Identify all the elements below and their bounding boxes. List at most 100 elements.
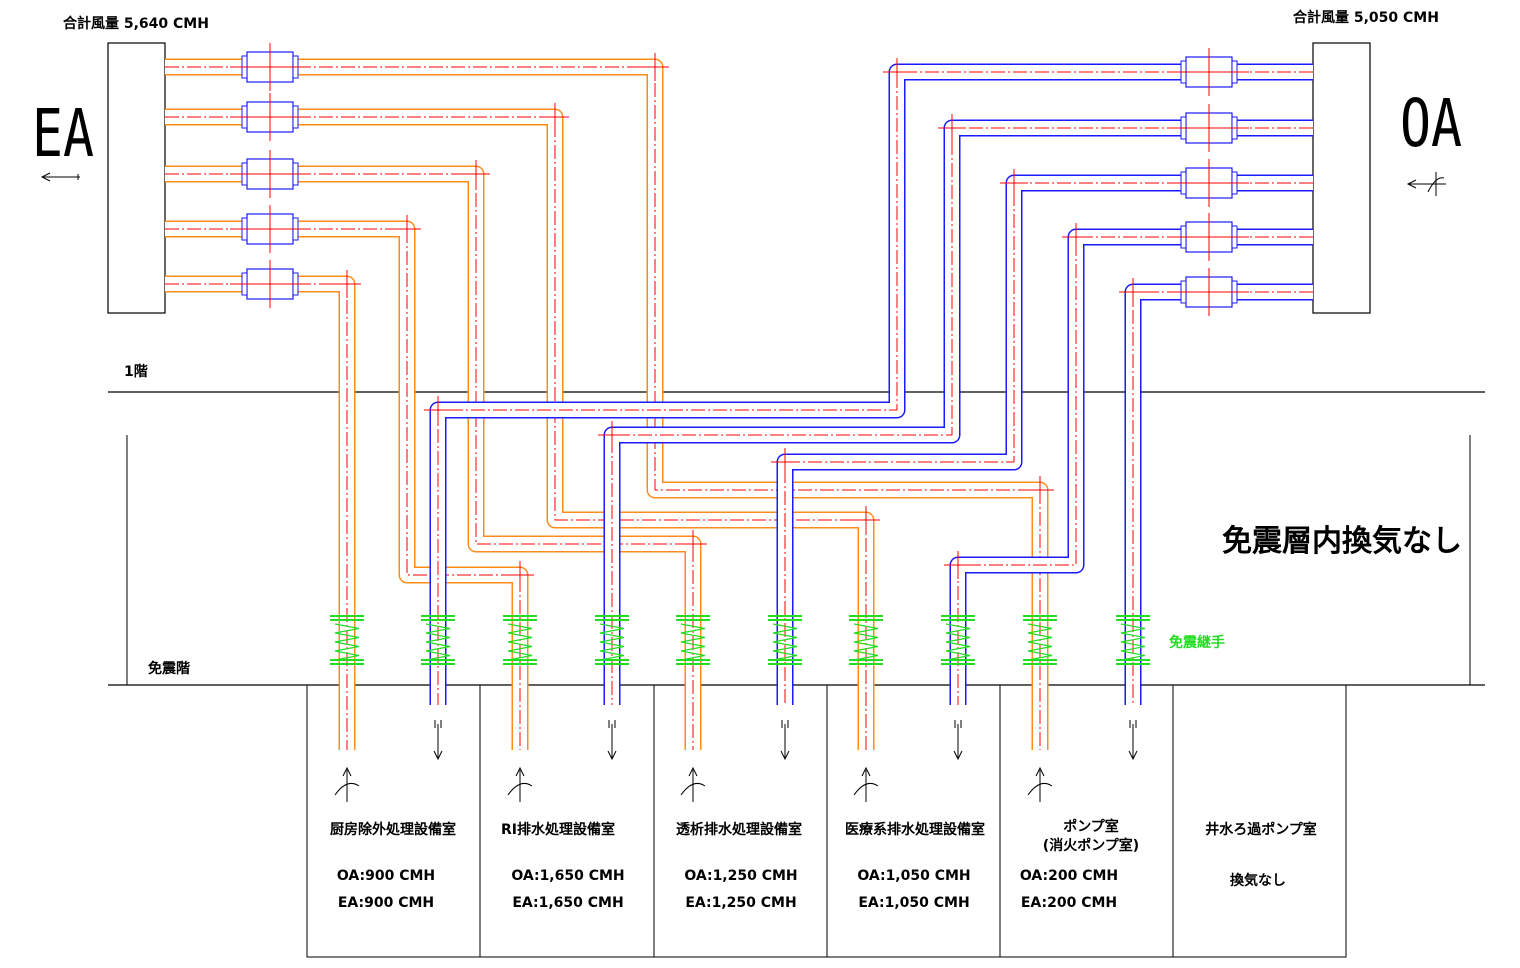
bend-cross xyxy=(393,215,421,243)
supply-arrow-icon xyxy=(1128,720,1138,761)
damper-icon xyxy=(1169,213,1249,261)
oa-shaft-box xyxy=(1312,42,1371,314)
bend-cross xyxy=(641,53,669,81)
duct-centerline xyxy=(165,66,1041,750)
bend-cross xyxy=(1119,278,1147,306)
bend-cross xyxy=(771,448,799,476)
arrow-head xyxy=(515,766,525,777)
exhaust-arrow-icon xyxy=(853,766,879,802)
centerline-crosses xyxy=(333,53,1147,589)
damper-icon xyxy=(1169,159,1249,207)
room-2: RI排水処理設備室 OA:1,650 CMH EA:1,650 CMH xyxy=(501,821,625,911)
no-ventilation-note: 免震層内換気なし xyxy=(1222,524,1462,559)
flex-joint-icon xyxy=(1116,615,1150,665)
ea-label: EA xyxy=(32,95,94,172)
joint-bellows xyxy=(507,623,533,661)
bend-cross xyxy=(1000,169,1028,197)
room-6: 井水ろ過ポンプ室 換気なし xyxy=(1205,821,1317,889)
oa-total-airflow: 合計風量 5,050 CMH xyxy=(1293,9,1439,26)
supply-arrow-icon xyxy=(433,720,443,761)
ea-shaft-box xyxy=(107,42,166,314)
arrow-fan xyxy=(1027,783,1053,796)
room-oa: OA:900 CMH xyxy=(337,868,435,884)
joint-bellows xyxy=(1120,623,1146,661)
bend-cross xyxy=(679,530,707,558)
arrow-head xyxy=(342,766,352,777)
bend-cross xyxy=(938,114,966,142)
flex-joint-icon xyxy=(1023,615,1057,665)
ea-flow-arrow-icon xyxy=(40,172,80,182)
bend-cross xyxy=(1026,476,1054,504)
flex-joint-icon xyxy=(676,615,710,665)
joint-bellows xyxy=(680,623,706,661)
arrow-head xyxy=(433,750,443,761)
joint-bellows xyxy=(599,623,625,661)
bend-cross xyxy=(333,270,361,298)
room-ea: EA:200 CMH xyxy=(1021,895,1117,911)
seismic-floor-label: 免震階 xyxy=(148,660,190,677)
joint-bellows xyxy=(853,623,879,661)
bend-cross xyxy=(541,103,569,131)
room-name: 厨房除外処理設備室 xyxy=(330,821,456,838)
flex-joint-icon xyxy=(941,615,975,665)
supply-duct-3 xyxy=(776,174,1313,705)
bend-cross xyxy=(883,58,911,86)
arrow-head xyxy=(861,766,871,777)
room-name: ポンプ室 xyxy=(1063,818,1119,835)
floor-1-label: 1階 xyxy=(124,363,148,380)
room-ea: EA:900 CMH xyxy=(338,895,434,911)
bend-cross xyxy=(424,396,452,424)
arrow-head xyxy=(953,750,963,761)
joint-bellows xyxy=(945,623,971,661)
duct-wall xyxy=(429,63,1313,705)
supply-arrow-icon xyxy=(780,720,790,761)
damper-icon xyxy=(1169,48,1249,96)
joint-bellows xyxy=(425,623,451,661)
bend-cross xyxy=(944,551,972,579)
damper-icon xyxy=(230,205,310,253)
duct-centerline xyxy=(165,228,521,750)
flex-joint-label: 免震継手 xyxy=(1169,634,1225,651)
exhaust-duct-2 xyxy=(165,108,875,750)
duct-centerline xyxy=(437,71,1313,705)
room-boxes xyxy=(306,684,1347,958)
room-oa: OA:1,050 CMH xyxy=(857,868,970,884)
oa-label: OA xyxy=(1400,85,1462,162)
room-5: ポンプ室 (消火ポンプ室) OA:200 CMH EA:200 CMH xyxy=(1020,818,1139,911)
flex-joint-icon xyxy=(330,615,364,665)
damper-icon xyxy=(1169,268,1249,316)
room-oa: OA:1,250 CMH xyxy=(684,868,797,884)
joint-bellows xyxy=(1027,623,1053,661)
exhaust-duct-3 xyxy=(165,165,702,750)
supply-duct-2 xyxy=(603,119,1313,705)
damper-icon xyxy=(230,150,310,198)
supply-arrow-icon xyxy=(953,720,963,761)
ea-total-airflow: 合計風量 5,640 CMH xyxy=(63,15,209,32)
flow-arrows xyxy=(334,720,1138,802)
room-name: 医療系排水処理設備室 xyxy=(845,821,985,838)
duct-wall xyxy=(165,275,356,750)
flex-joints xyxy=(330,615,1150,665)
exhaust-arrow-icon xyxy=(1027,766,1053,802)
supply-duct-4 xyxy=(949,228,1313,705)
room-oa: OA:200 CMH xyxy=(1020,868,1118,884)
duct-centerline xyxy=(957,236,1313,705)
damper-icon xyxy=(1169,104,1249,152)
room-name-sub: (消火ポンプ室) xyxy=(1043,837,1139,854)
bend-cross xyxy=(852,506,880,534)
duct-centerline xyxy=(784,182,1313,705)
duct-centerline xyxy=(165,116,867,750)
arrow-fan xyxy=(507,783,533,796)
flex-joint-icon xyxy=(595,615,629,665)
arrow-head xyxy=(780,750,790,761)
supply-ducts xyxy=(429,63,1313,705)
arrow-fan xyxy=(334,783,360,796)
exhaust-duct-4 xyxy=(165,220,529,750)
exhaust-arrow-icon xyxy=(334,766,360,802)
supply-arrow-icon xyxy=(607,720,617,761)
arrow-fan xyxy=(853,783,879,796)
bend-cross xyxy=(1062,223,1090,251)
damper-icon xyxy=(230,43,310,91)
joint-bellows xyxy=(772,623,798,661)
